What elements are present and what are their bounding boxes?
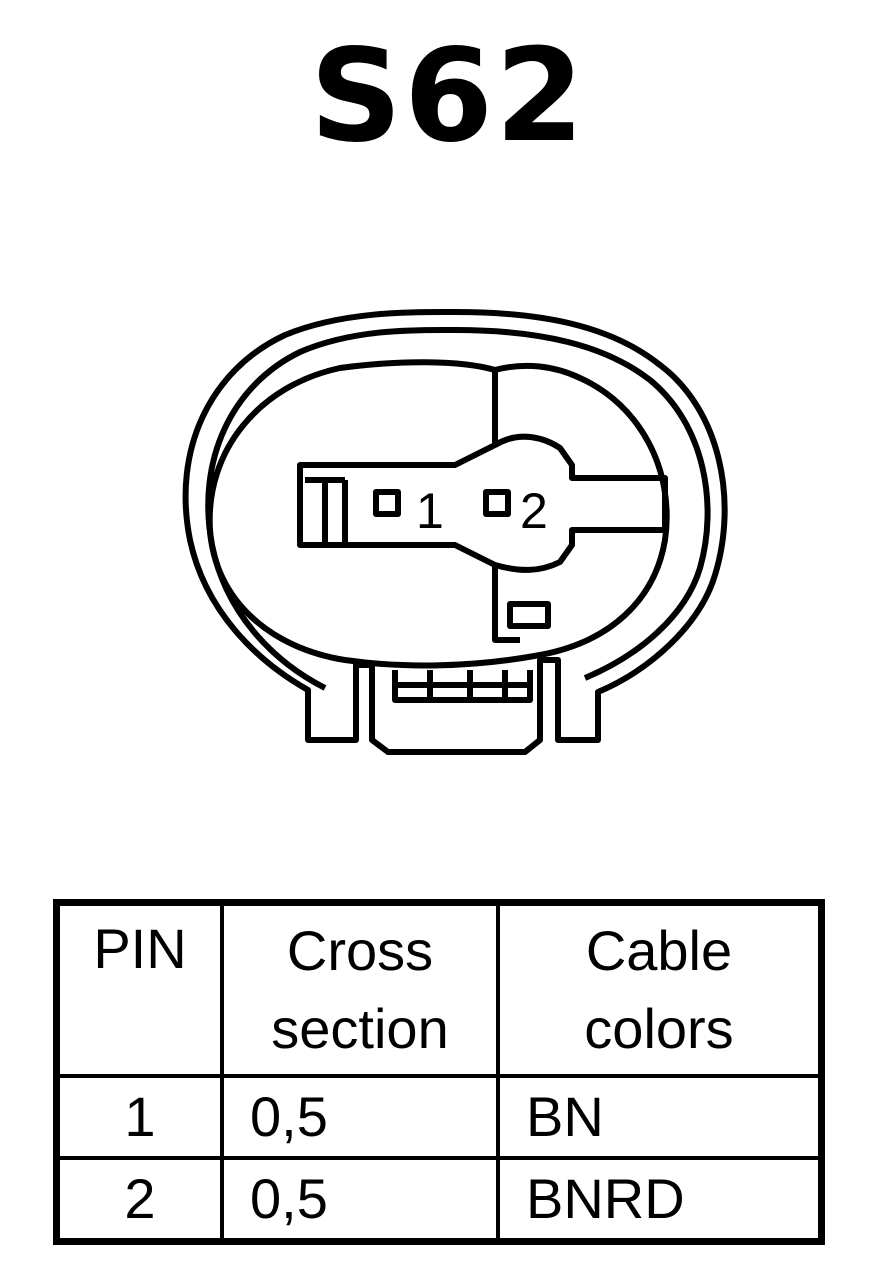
pin-2-label: 2: [520, 483, 548, 539]
header-cross-section: Cross section: [220, 900, 500, 1078]
row-cross-section: 0,5: [220, 1074, 500, 1160]
header-cable-colors-line1: Cable: [585, 919, 733, 982]
row-cross-section: 0,5: [220, 1156, 500, 1244]
pin-1-label: 1: [416, 483, 444, 539]
table-row: 1 0,5 BN: [54, 1074, 824, 1160]
latch-slot: [507, 601, 551, 629]
table-row: 2 0,5 BNRD: [54, 1156, 824, 1244]
keying-block: [297, 370, 520, 643]
connector-face: [206, 359, 670, 669]
header-pin: PIN: [54, 900, 224, 1078]
row-cable-color: BNRD: [496, 1156, 824, 1244]
row-pin: 2: [54, 1156, 224, 1244]
table-header-row: PIN Cross section Cable colors: [54, 900, 824, 1078]
pin-assignment-table: PIN Cross section Cable colors 1 0,5 BN …: [53, 899, 825, 1245]
connector-title: S62: [309, 22, 587, 171]
connector-housing-outline: [182, 308, 728, 755]
row-pin: 1: [54, 1074, 224, 1160]
header-cross-section-line2: section: [271, 997, 449, 1060]
row-cable-color: BN: [496, 1074, 824, 1160]
pin-2-contact: [483, 489, 511, 517]
header-cable-colors-line2: colors: [584, 997, 734, 1060]
header-cross-section-line1: Cross: [286, 919, 434, 982]
pin-1-contact: [373, 489, 401, 517]
connector-inner-ring: [205, 326, 711, 691]
header-cable-colors: Cable colors: [496, 900, 824, 1078]
